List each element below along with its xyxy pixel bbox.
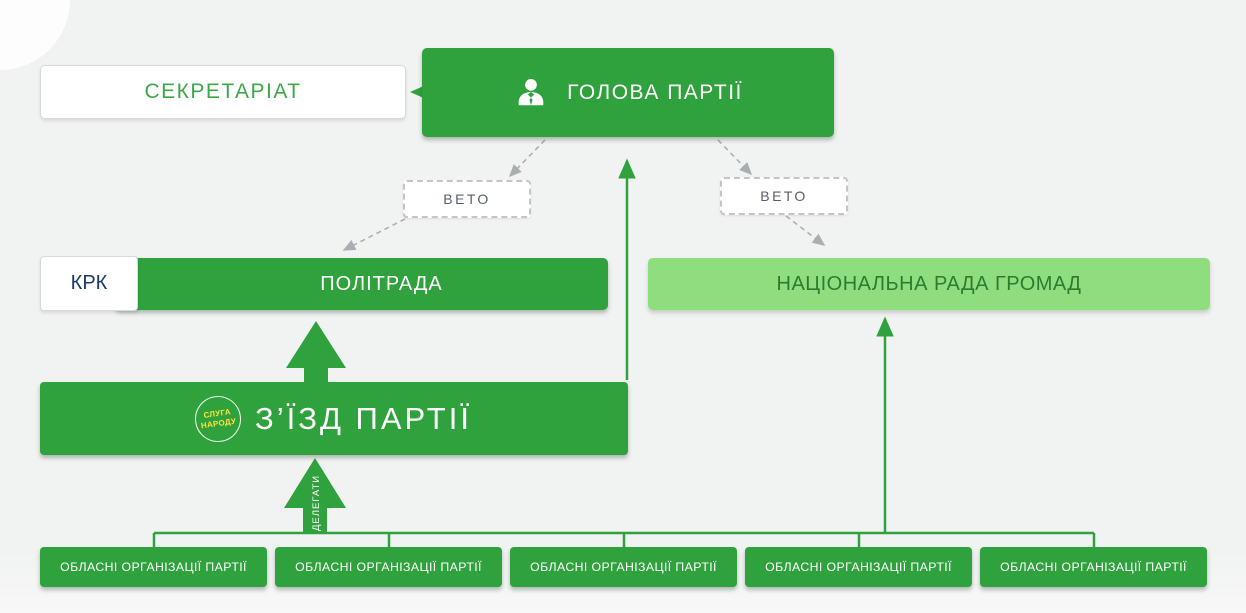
- regional-org-label: ОБЛАСНІ ОРГАНІЗАЦІЇ ПАРТІЇ: [530, 560, 717, 574]
- block-arrow-congress-to-politrada: [286, 321, 346, 383]
- dashed-veto-right-to-national-council: [785, 215, 826, 246]
- veto-right-box: ВЕТО: [720, 177, 848, 215]
- politrada-label: ПОЛІТРАДА: [320, 272, 443, 295]
- veto-left-label: ВЕТО: [443, 191, 491, 207]
- regional-org-label: ОБЛАСНІ ОРГАНІЗАЦІЇ ПАРТІЇ: [765, 560, 952, 574]
- block-arrow-delegates: [284, 458, 346, 534]
- krk-label: КРК: [70, 272, 108, 294]
- krk-box: КРК: [40, 256, 138, 311]
- secretariat-box: СЕКРЕТАРІАТ: [40, 65, 406, 119]
- congress-label: З’ЇЗД ПАРТІЇ: [255, 400, 472, 436]
- national-council-box: НАЦІОНАЛЬНА РАДА ГРОМАД: [648, 258, 1210, 310]
- regional-org-box-2: ОБЛАСНІ ОРГАНІЗАЦІЇ ПАРТІЇ: [275, 547, 502, 587]
- sluga-narodu-logo: СЛУГА НАРОДУ: [192, 392, 244, 445]
- background-corner-blob: [0, 0, 70, 70]
- delegates-arrow-label: ДЕЛЕГАТИ: [311, 475, 322, 531]
- regional-org-label: ОБЛАСНІ ОРГАНІЗАЦІЇ ПАРТІЇ: [295, 560, 482, 574]
- congress-box: СЛУГА НАРОДУ З’ЇЗД ПАРТІЇ: [40, 382, 628, 455]
- regional-org-box-4: ОБЛАСНІ ОРГАНІЗАЦІЇ ПАРТІЇ: [745, 547, 972, 587]
- party-head-box: ГОЛОВА ПАРТІЇ: [422, 48, 834, 137]
- regional-org-label: ОБЛАСНІ ОРГАНІЗАЦІЇ ПАРТІЇ: [60, 560, 247, 574]
- dashed-head-to-veto-left: [508, 139, 546, 178]
- dashed-head-to-veto-right: [717, 139, 753, 176]
- dashed-veto-left-to-politrada: [342, 218, 406, 251]
- veto-left-box: ВЕТО: [403, 180, 531, 218]
- person-icon: [518, 78, 544, 105]
- secretariat-label: СЕКРЕТАРІАТ: [144, 80, 302, 103]
- veto-right-label: ВЕТО: [760, 188, 808, 204]
- regional-org-label: ОБЛАСНІ ОРГАНІЗАЦІЇ ПАРТІЇ: [1000, 560, 1187, 574]
- politrada-box: ПОЛІТРАДА: [115, 258, 608, 310]
- regional-org-box-5: ОБЛАСНІ ОРГАНІЗАЦІЇ ПАРТІЇ: [980, 547, 1207, 587]
- regional-org-box-3: ОБЛАСНІ ОРГАНІЗАЦІЇ ПАРТІЇ: [510, 547, 737, 587]
- regional-org-box-1: ОБЛАСНІ ОРГАНІЗАЦІЇ ПАРТІЇ: [40, 547, 267, 587]
- national-council-label: НАЦІОНАЛЬНА РАДА ГРОМАД: [776, 272, 1082, 295]
- party-head-label: ГОЛОВА ПАРТІЇ: [567, 80, 743, 104]
